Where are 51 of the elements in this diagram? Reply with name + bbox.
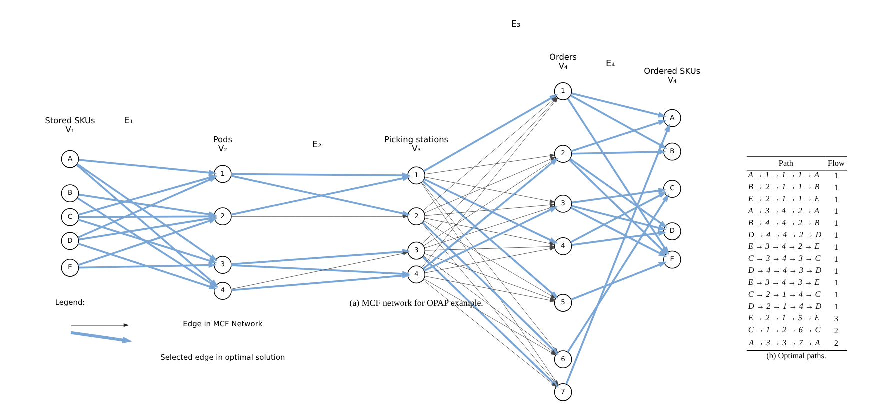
label: 1 [834, 219, 838, 228]
label: Path [778, 158, 794, 168]
label: 1 [834, 183, 838, 192]
label: E₂ [312, 140, 322, 150]
label: 1 [834, 254, 838, 264]
label: Pods [213, 134, 232, 145]
label: C → 2 → 1 → 4 → C [748, 290, 821, 299]
label: A → 3 → 4 → 2 → A [748, 206, 820, 216]
label: V₁ [66, 124, 75, 134]
label: 2 [834, 339, 838, 348]
label: 1 [834, 195, 838, 204]
label: 1 [834, 302, 838, 312]
label: E → 2 → 1 → 1 → E [748, 194, 820, 204]
label: Orders [550, 52, 578, 62]
label: E → 3 → 4 → 2 → E [748, 242, 820, 252]
label: C → 1 → 2 → 6 → C [748, 326, 821, 335]
legend-label: Selected edge in optimal solution [160, 352, 286, 362]
label: B → 4 → 4 → 2 → B [748, 218, 820, 228]
label: E → 3 → 4 → 3 → E [748, 278, 820, 287]
label: 3 [834, 314, 838, 324]
label: Picking stations [384, 134, 449, 145]
legend-label: Edge in MCF Network [183, 319, 263, 328]
label: V₄ [558, 61, 568, 71]
label: 1 [834, 231, 838, 240]
label: Ordered SKUs [644, 66, 701, 76]
label: E₃ [511, 20, 521, 30]
label: E₁ [124, 116, 134, 127]
label: D → 4 → 4 → 3 → D [748, 266, 822, 276]
label: E → 2 → 1 → 5 → E [748, 314, 820, 323]
label: D → 2 → 1 → 4 → D [748, 302, 822, 311]
label: B → 2 → 1 → 1 → B [748, 182, 820, 192]
label: 1 [834, 171, 838, 180]
label: (b) Optimal paths. [766, 352, 826, 361]
label: 1 [834, 290, 838, 300]
label: V₂ [218, 144, 228, 154]
label: 1 [834, 278, 838, 288]
label: V₄ [668, 75, 677, 86]
label: E₄ [606, 59, 616, 70]
label: A → 3 → 3 → 7 → A [749, 338, 820, 348]
label: V₃ [412, 144, 422, 154]
label: 1 [834, 207, 838, 216]
label: C → 3 → 4 → 3 → C [748, 254, 821, 264]
label: 1 [834, 266, 838, 276]
label: Legend: [55, 298, 86, 307]
label: Flow [828, 158, 845, 168]
label: (a) MCF network for OPAP example. [350, 298, 484, 308]
label: D → 4 → 4 → 2 → D [748, 230, 822, 240]
label: A → 1 → 1 → 1 → A [748, 170, 820, 180]
label: 1 [834, 242, 838, 252]
label: 2 [834, 326, 838, 336]
label: Stored SKUs [45, 115, 96, 126]
